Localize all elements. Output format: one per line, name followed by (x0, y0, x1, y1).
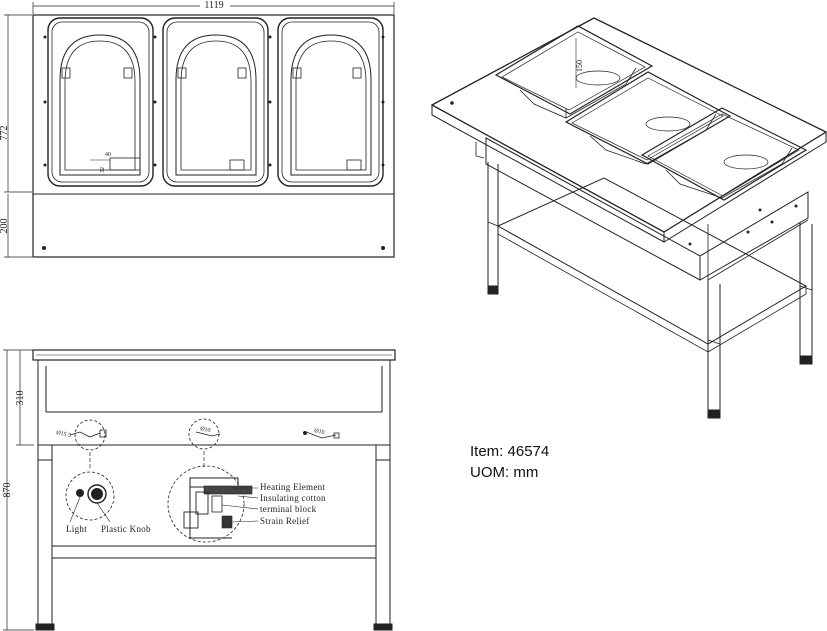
top-view (4, 0, 395, 258)
well-1 (47, 17, 154, 187)
callout-plastic-knob: Plastic Knob (101, 524, 151, 534)
front-view (3, 349, 396, 631)
callout-strain-relief: Strain Relief (260, 516, 310, 526)
front-dimension: 200 (0, 219, 10, 234)
unit-of-measure: UOM: mm (470, 464, 539, 481)
pan-dimension-b: 32 (100, 167, 106, 173)
callout-insulating-cotton: Insulating cotton (260, 493, 326, 503)
hole-label-1: Ø15.5 (56, 430, 72, 439)
pan-dimension-a: 40 (105, 152, 111, 158)
hole-label-3: Ø10 (314, 428, 325, 436)
callout-heating-element: Heating Element (260, 482, 325, 492)
total-height-dimension: 870 (2, 483, 13, 498)
well-2 (162, 17, 269, 187)
iso-view (430, 17, 827, 419)
depth-dimension: 772 (0, 126, 10, 141)
control-detail (69, 484, 111, 523)
hole-label-2: Ø10 (200, 426, 211, 434)
heating-detail (183, 477, 259, 539)
width-dimension: 1119 (204, 0, 223, 11)
upper-height-dimension: 310 (15, 391, 26, 406)
callout-light: Light (66, 524, 87, 534)
callout-terminal-block: terminal block (260, 504, 317, 514)
pan-depth-dimension: 150 (575, 60, 584, 72)
well-3 (277, 17, 384, 187)
item-number: Item: 46574 (470, 443, 550, 460)
